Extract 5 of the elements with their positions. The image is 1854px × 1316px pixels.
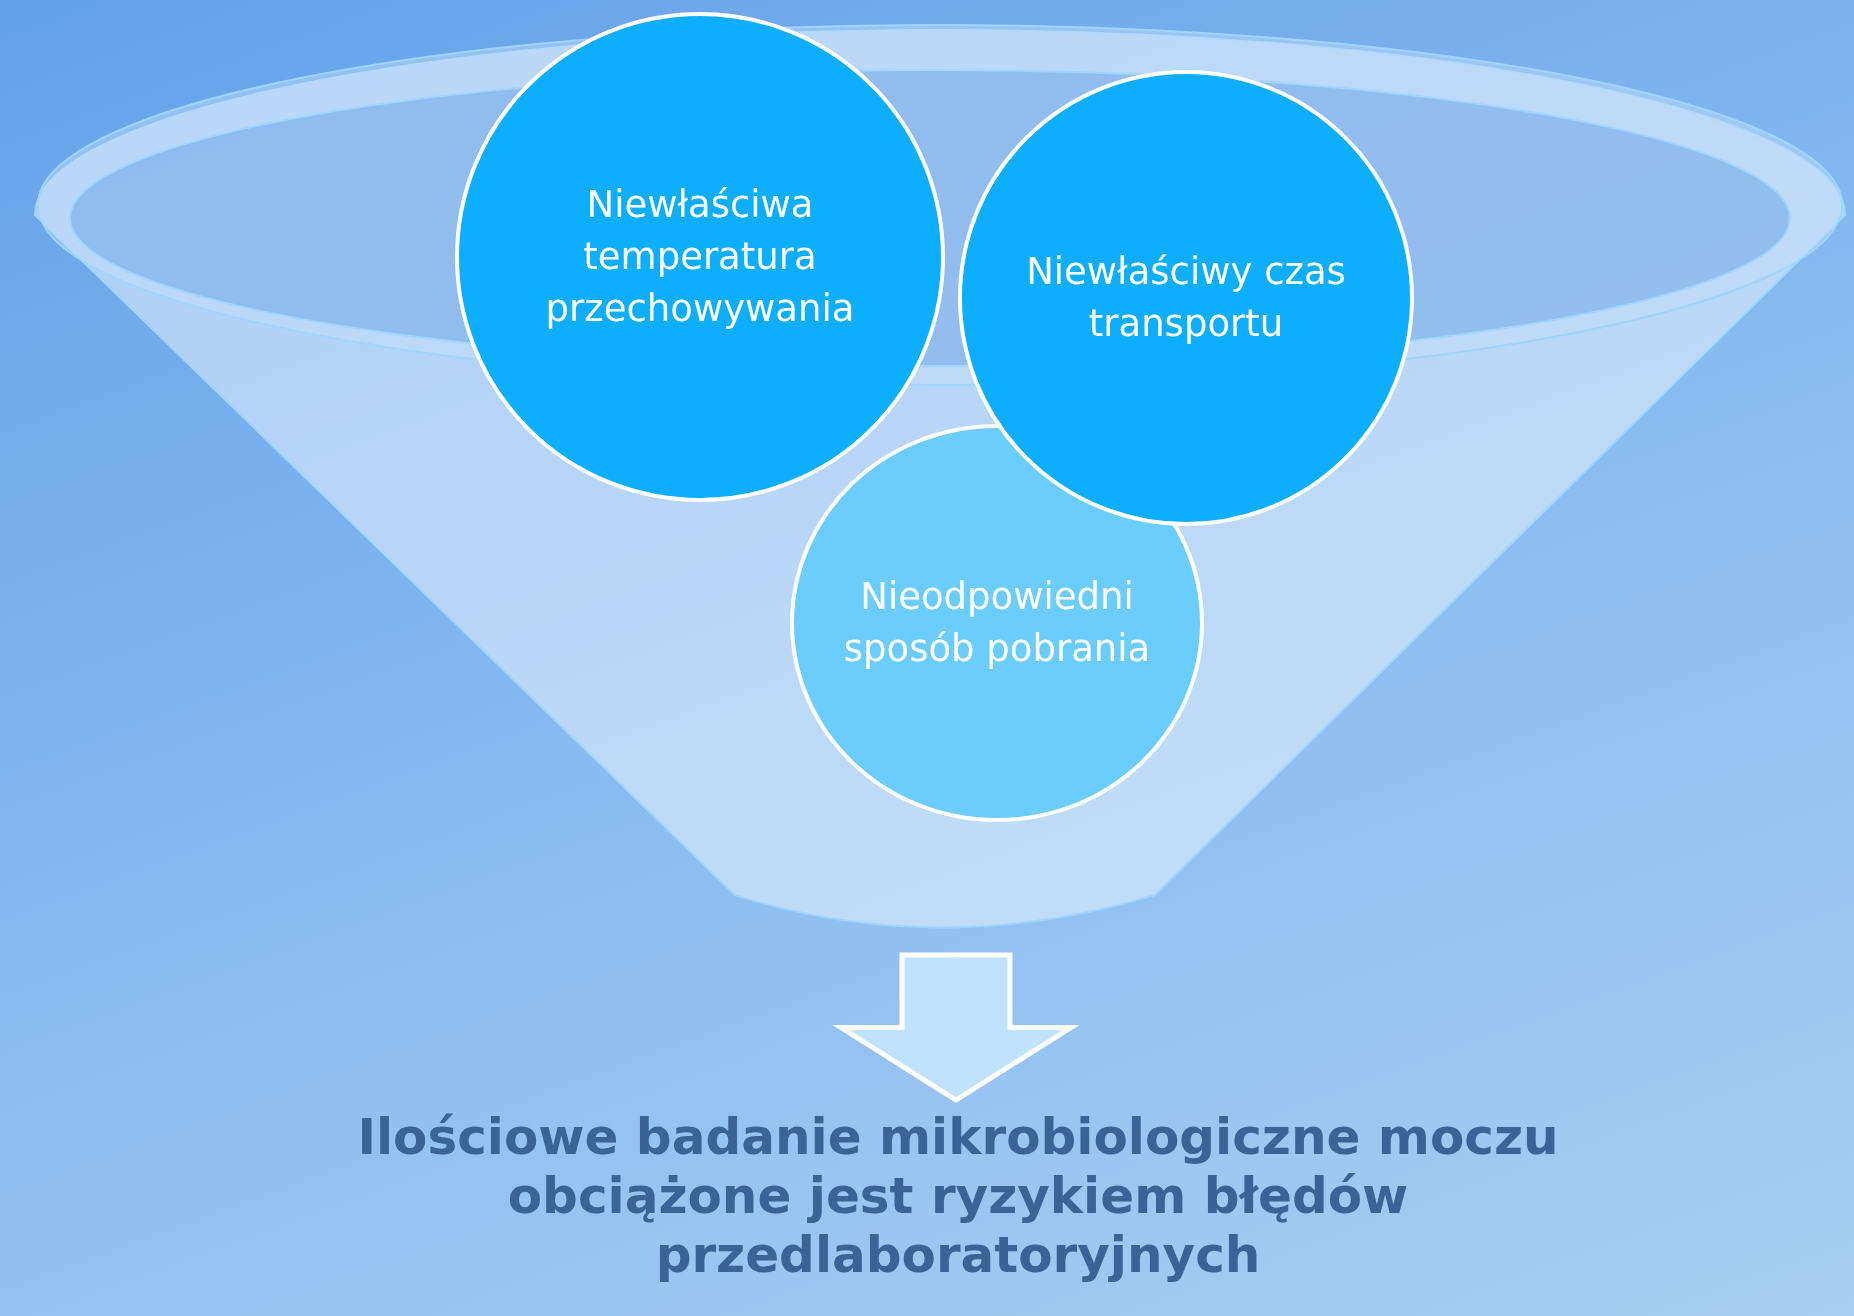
conclusion-text: Ilościowe badanie mikrobiologiczne moczu obciążone jest ryzykiem błędów przedlaboratoryjnych — [208, 1108, 1708, 1308]
circle-label: Niewłaściwy czas transportu — [1025, 249, 1347, 347]
circle-label: Niewłaściwa temperatura przechowywania — [544, 182, 856, 332]
block-arrow — [832, 952, 1080, 1103]
circle-label: Nieodpowiedni sposób pobrania — [842, 574, 1152, 672]
